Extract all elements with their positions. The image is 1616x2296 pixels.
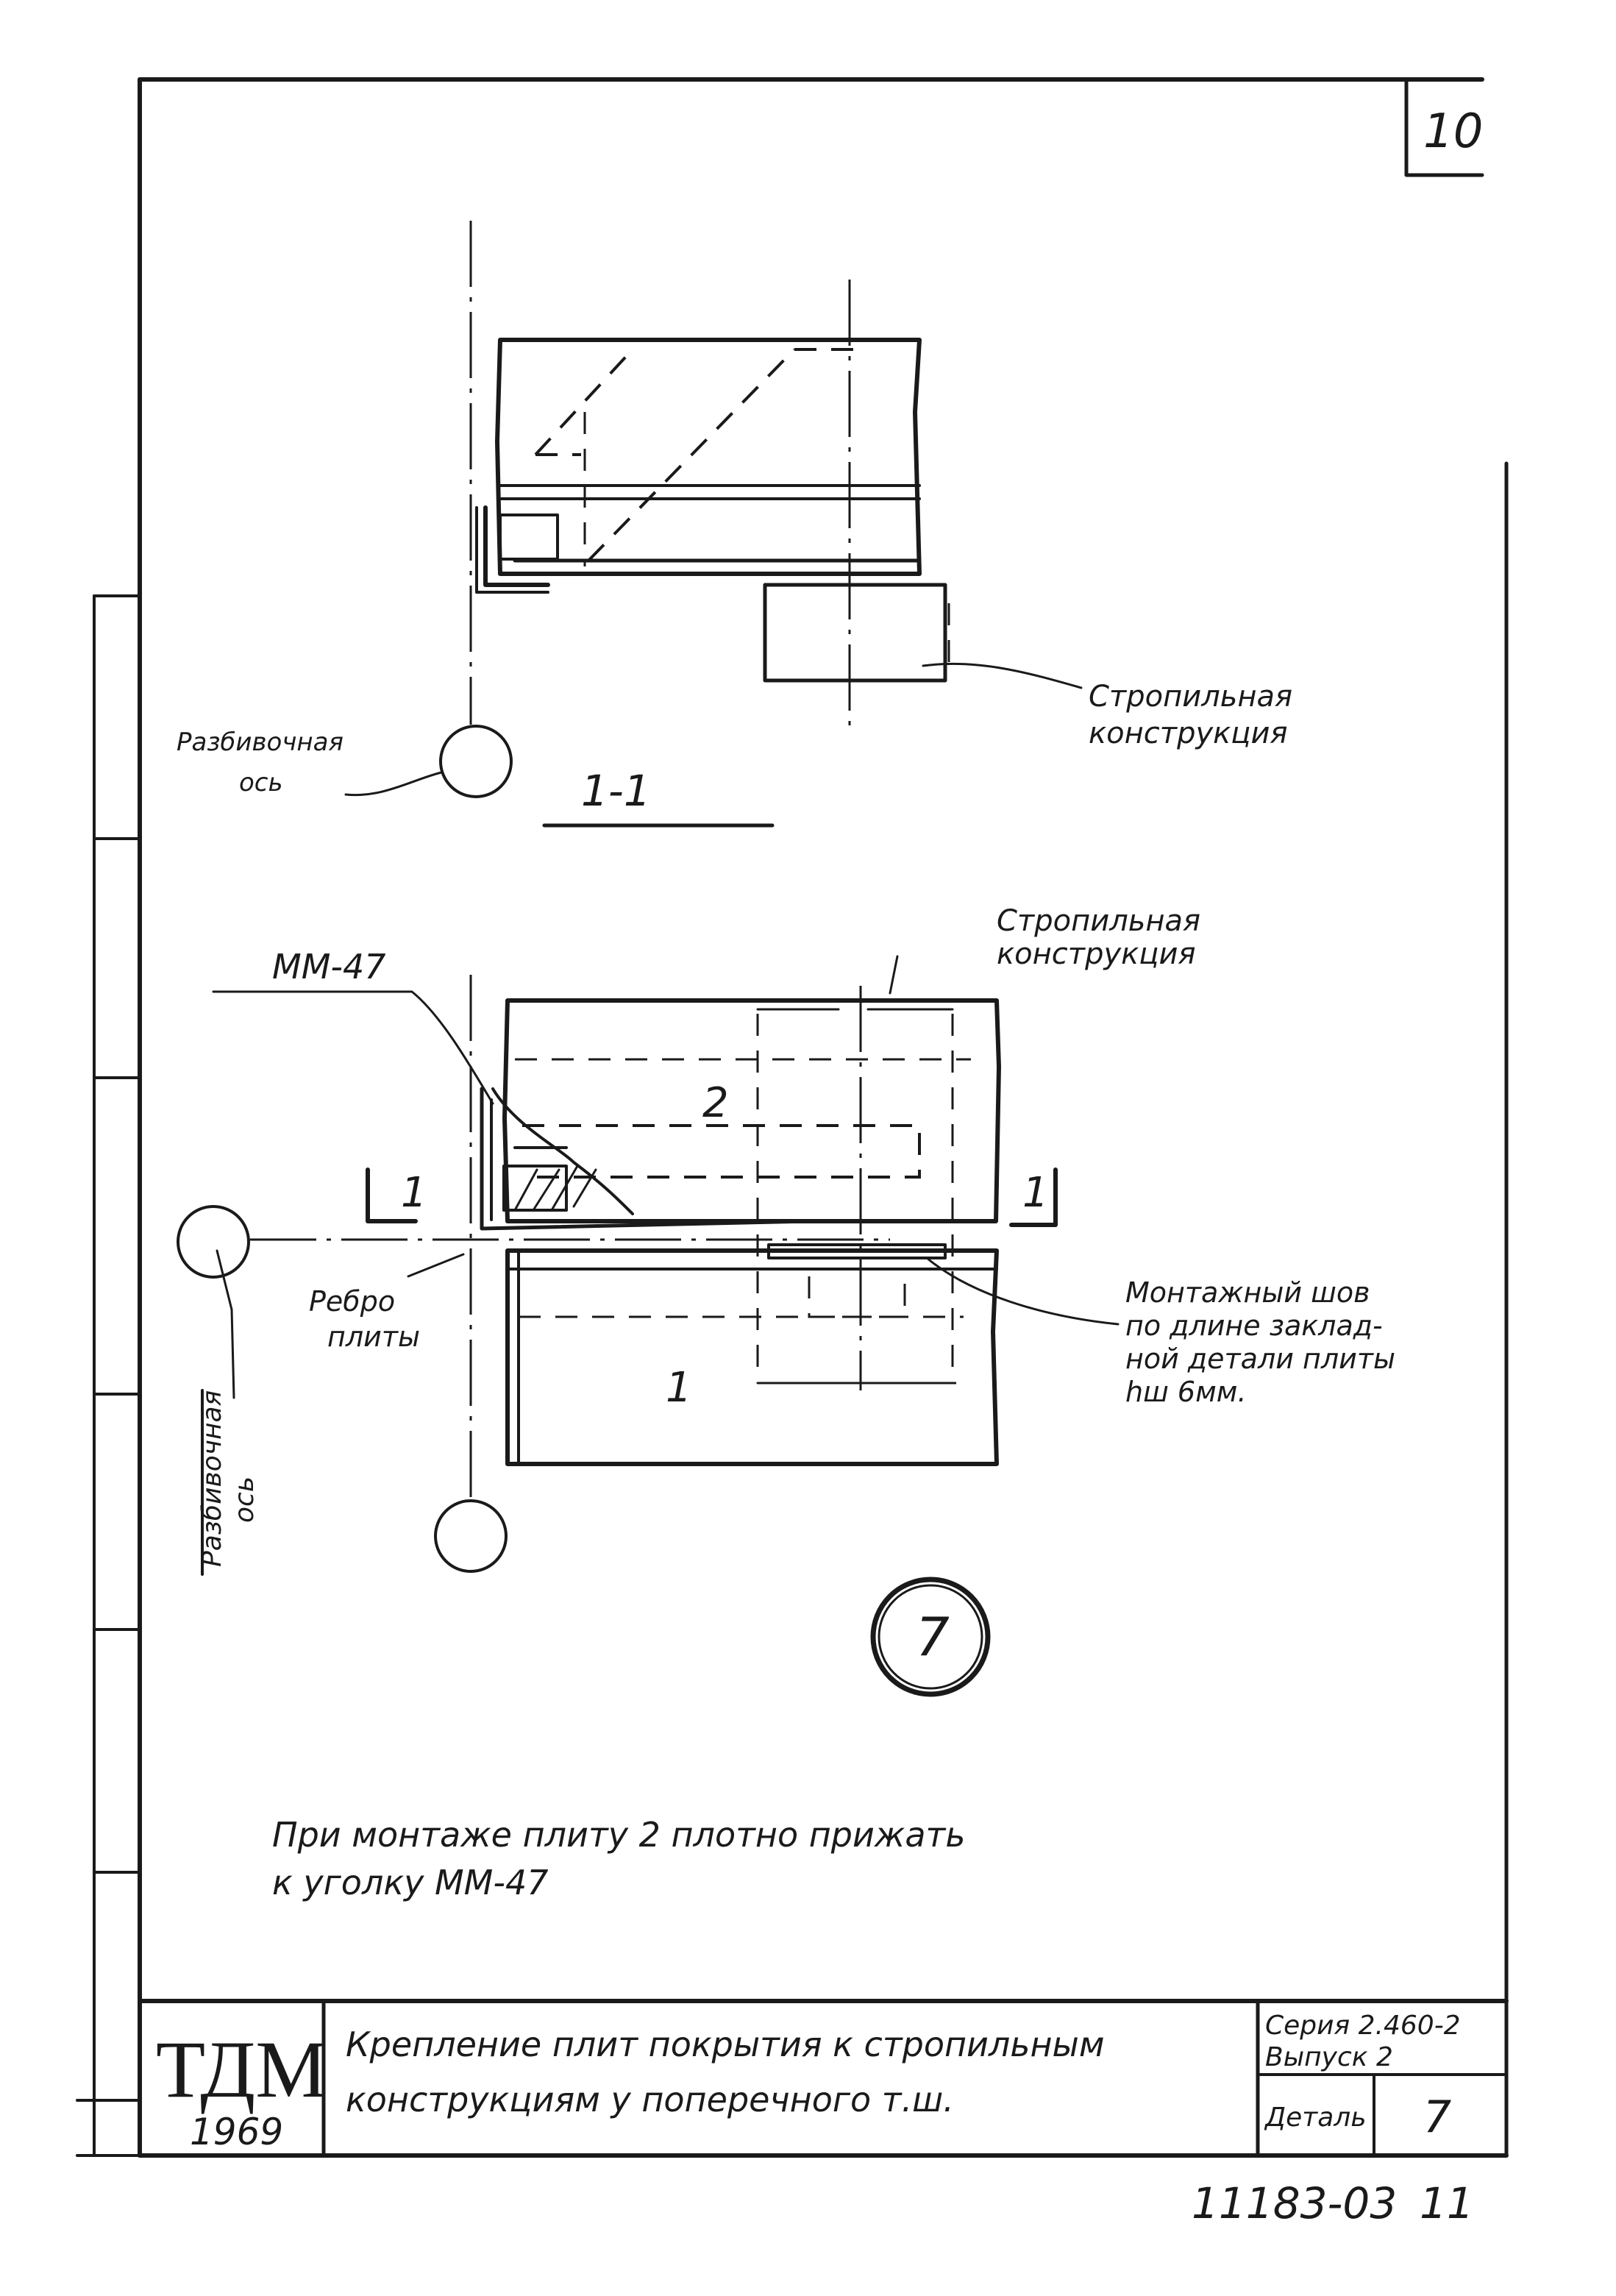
cut-left-number: 1 bbox=[401, 1169, 427, 1217]
plan-axis-bubble-left bbox=[177, 1205, 250, 1279]
detail-value: 7 bbox=[1423, 2091, 1451, 2143]
series-line2: Выпуск 2 bbox=[1265, 2042, 1393, 2072]
sheet-frame bbox=[138, 77, 1509, 2158]
section-rafter-label-line2: конструкция bbox=[1089, 717, 1288, 750]
detail-bubble bbox=[870, 1577, 991, 1697]
weld-note-line3: ной детали плиты bbox=[1125, 1343, 1395, 1375]
section-1-1-drawing bbox=[469, 221, 1083, 732]
title-line2: конструкциям у поперечного т.ш. bbox=[346, 2080, 954, 2119]
weld-seam bbox=[767, 1243, 947, 1259]
section-angle bbox=[483, 505, 550, 587]
section-axis-label-line2: ось bbox=[239, 768, 283, 797]
detail-bubble-number: 7 bbox=[916, 1606, 950, 1668]
series-line1: Серия 2.460-2 bbox=[1265, 2011, 1461, 2041]
weld-note-line4: hш 6мм. bbox=[1125, 1376, 1247, 1408]
plan-rafter-label-line1: Стропильная bbox=[997, 904, 1200, 938]
section-axis-label-line1: Разбивочная bbox=[177, 728, 344, 757]
rib-label-line2: плиты bbox=[327, 1321, 420, 1353]
cut-right-number: 1 bbox=[1022, 1169, 1049, 1217]
title-year: 1969 bbox=[190, 2111, 283, 2153]
slab-2-number: 2 bbox=[702, 1079, 729, 1127]
angle-label-mm47: ММ-47 bbox=[272, 947, 386, 987]
slab-2-outline bbox=[502, 998, 1001, 1223]
detail-label: Деталь bbox=[1264, 2103, 1367, 2133]
note-line1: При монтаже плиту 2 плотно прижать bbox=[272, 1815, 965, 1855]
section-label: 1-1 bbox=[581, 766, 651, 816]
weld-note-line2: по длине заклад- bbox=[1125, 1309, 1383, 1342]
page-number: 10 bbox=[1423, 104, 1483, 159]
plan-axis-label-line2: ось bbox=[229, 1476, 260, 1523]
weld-note-line1: Монтажный шов bbox=[1125, 1276, 1370, 1309]
rib-label-line1: Ребро bbox=[309, 1285, 395, 1318]
section-rafter-block bbox=[763, 583, 947, 683]
slab-1-number: 1 bbox=[666, 1364, 692, 1412]
plan-drawing bbox=[212, 955, 1120, 1501]
title-line1: Крепление плит покрытия к стропильным bbox=[346, 2025, 1105, 2064]
plan-rafter-label-line2: конструкция bbox=[997, 937, 1196, 971]
slab-1-outline bbox=[505, 1248, 999, 1466]
section-axis-bubble bbox=[439, 725, 513, 798]
plan-axis-bubble-bottom bbox=[434, 1499, 508, 1573]
left-margin-strip bbox=[76, 594, 141, 2157]
tdm-logo: ТДМ bbox=[156, 2025, 327, 2114]
angle-mm47-hatch bbox=[480, 1087, 811, 1231]
section-rafter-label-line1: Стропильная bbox=[1089, 680, 1292, 714]
note-line2: к уголку ММ-47 bbox=[272, 1863, 548, 1902]
title-block bbox=[138, 1999, 1509, 2158]
bottom-page: 11 bbox=[1420, 2178, 1474, 2228]
section-slab-outline bbox=[495, 338, 922, 576]
bottom-code: 11183-03 bbox=[1192, 2178, 1397, 2228]
